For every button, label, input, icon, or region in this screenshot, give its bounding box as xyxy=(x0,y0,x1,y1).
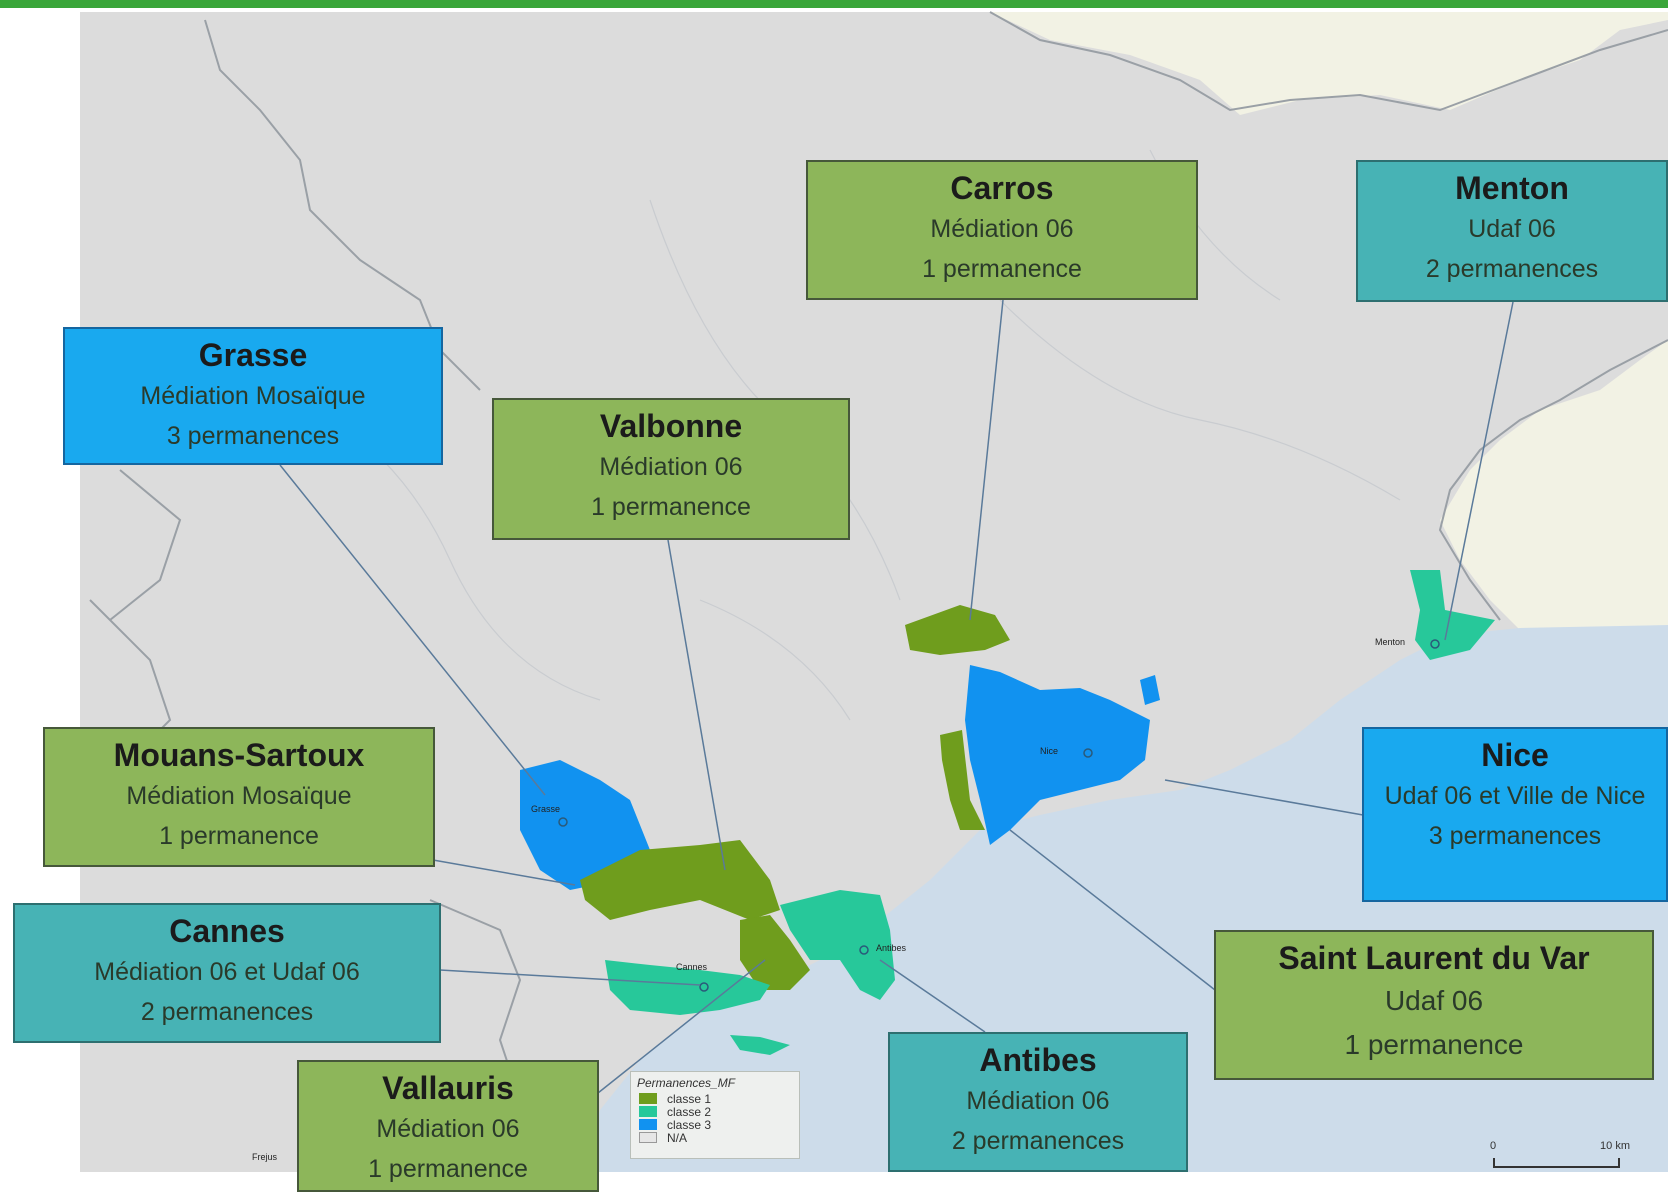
callout-antibes: Antibes Médiation 06 2 permanences xyxy=(888,1032,1188,1172)
scale-bar: 0 10 km xyxy=(1490,1140,1630,1170)
leader-cannes xyxy=(439,969,701,986)
callout-count: 3 permanences xyxy=(1428,822,1602,850)
leader-mouans xyxy=(432,859,576,886)
commune-grasse xyxy=(520,760,650,890)
callout-nice: Nice Udaf 06 et Ville de Nice 3 permanen… xyxy=(1362,727,1668,902)
leader-carros xyxy=(969,299,1004,621)
leader-antibes xyxy=(879,959,986,1033)
callout-org: Médiation Mosaïque xyxy=(126,782,352,810)
legend-label: N/A xyxy=(667,1130,688,1145)
italy-region xyxy=(990,12,1668,640)
callout-count: 1 permanence xyxy=(159,822,319,850)
commune-menton xyxy=(1410,570,1495,660)
dot-cannes xyxy=(699,982,709,992)
callout-org: Médiation 06 xyxy=(376,1115,520,1143)
callout-grasse: Grasse Médiation Mosaïque 3 permanences xyxy=(63,327,443,465)
callout-org: Médiation Mosaïque xyxy=(140,382,366,410)
callout-org: Udaf 06 xyxy=(1384,985,1484,1016)
map-label-frejus: Frejus xyxy=(252,1152,278,1162)
legend-label: classe 3 xyxy=(667,1117,712,1132)
callout-mouans-sartoux: Mouans-Sartoux Médiation Mosaïque 1 perm… xyxy=(43,727,435,867)
callout-city: Menton xyxy=(1455,170,1569,206)
callout-saint-laurent-du-var: Saint Laurent du Var Udaf 06 1 permanenc… xyxy=(1214,930,1654,1080)
commune-cannes xyxy=(605,960,770,1015)
callout-count: 1 permanence xyxy=(1344,1029,1524,1060)
commune-nice-east xyxy=(1140,675,1160,705)
commune-saint-laurent xyxy=(940,730,985,830)
dot-grasse xyxy=(558,817,568,827)
map-legend: Permanences_MF classe 1 classe 2 classe … xyxy=(630,1071,800,1159)
callout-count: 2 permanences xyxy=(1425,255,1599,283)
callout-city: Antibes xyxy=(979,1042,1097,1078)
legend-item-classe3: classe 3 xyxy=(631,1117,799,1132)
commune-antibes xyxy=(780,890,895,1000)
callout-city: Grasse xyxy=(198,337,308,373)
leader-nice xyxy=(1164,779,1364,816)
legend-item-classe2: classe 2 xyxy=(631,1104,799,1119)
callout-city: Mouans-Sartoux xyxy=(113,737,365,773)
top-accent-bar xyxy=(0,0,1668,8)
callout-city: Saint Laurent du Var xyxy=(1278,940,1590,976)
legend-label: classe 1 xyxy=(667,1091,712,1106)
callout-valbonne: Valbonne Médiation 06 1 permanence xyxy=(492,398,850,540)
callout-vallauris: Vallauris Médiation 06 1 permanence xyxy=(297,1060,599,1192)
leader-lines xyxy=(279,299,1514,1094)
scale-line xyxy=(1493,1158,1620,1168)
map-label-grasse: Grasse xyxy=(531,804,561,814)
map-label-nice: Nice xyxy=(1040,746,1059,756)
callout-cannes: Cannes Médiation 06 et Udaf 06 2 permane… xyxy=(13,903,441,1043)
callout-count: 2 permanences xyxy=(951,1127,1125,1155)
callout-count: 1 permanence xyxy=(368,1155,528,1183)
map-label-antibes: Antibes xyxy=(876,943,907,953)
legend-title: Permanences_MF xyxy=(637,1076,736,1090)
callout-org: Médiation 06 et Udaf 06 xyxy=(94,958,360,986)
legend-item-classe1: classe 1 xyxy=(631,1091,799,1106)
map-label-menton: Menton xyxy=(1375,637,1406,647)
dot-nice xyxy=(1083,748,1093,758)
legend-label: classe 2 xyxy=(667,1104,712,1119)
callout-city: Nice xyxy=(1481,737,1549,773)
scale-start: 0 xyxy=(1490,1140,1497,1152)
legend-swatch xyxy=(639,1093,657,1104)
legend-swatch xyxy=(639,1119,657,1130)
leader-vallauris xyxy=(597,959,766,1094)
callout-city: Carros xyxy=(950,170,1054,206)
dot-antibes xyxy=(859,945,869,955)
leader-valbonne xyxy=(667,539,726,871)
map-label-cannes: Cannes xyxy=(676,962,708,972)
callout-org: Udaf 06 xyxy=(1468,215,1556,243)
callout-count: 2 permanences xyxy=(140,998,314,1026)
legend-swatch xyxy=(639,1106,657,1117)
callout-city: Vallauris xyxy=(382,1070,514,1106)
callout-menton: Menton Udaf 06 2 permanences xyxy=(1356,160,1668,302)
callout-city: Cannes xyxy=(169,913,285,949)
commune-carros xyxy=(905,605,1010,655)
commune-nice xyxy=(965,665,1150,845)
scale-end: 10 km xyxy=(1600,1140,1630,1152)
callout-org: Médiation 06 xyxy=(930,215,1074,243)
callout-carros: Carros Médiation 06 1 permanence xyxy=(806,160,1198,300)
island-lerins xyxy=(730,1035,790,1055)
leader-menton xyxy=(1444,301,1514,641)
dot-menton xyxy=(1430,639,1440,649)
callout-org: Médiation 06 xyxy=(599,453,743,481)
leader-grasse xyxy=(279,464,546,796)
callout-city: Valbonne xyxy=(599,408,743,444)
commune-mouans-valbonne xyxy=(580,840,780,920)
legend-swatch xyxy=(639,1132,657,1143)
italy-region-top xyxy=(990,12,1668,115)
callout-org: Médiation 06 xyxy=(966,1087,1110,1115)
leader-stlaurent xyxy=(1009,829,1216,991)
commune-vallauris xyxy=(740,915,810,990)
callout-count: 1 permanence xyxy=(922,255,1082,283)
callout-org: Udaf 06 et Ville de Nice xyxy=(1384,782,1646,810)
callout-count: 1 permanence xyxy=(591,493,751,521)
legend-item-na: N/A xyxy=(631,1130,799,1145)
callout-count: 3 permanences xyxy=(166,422,340,450)
